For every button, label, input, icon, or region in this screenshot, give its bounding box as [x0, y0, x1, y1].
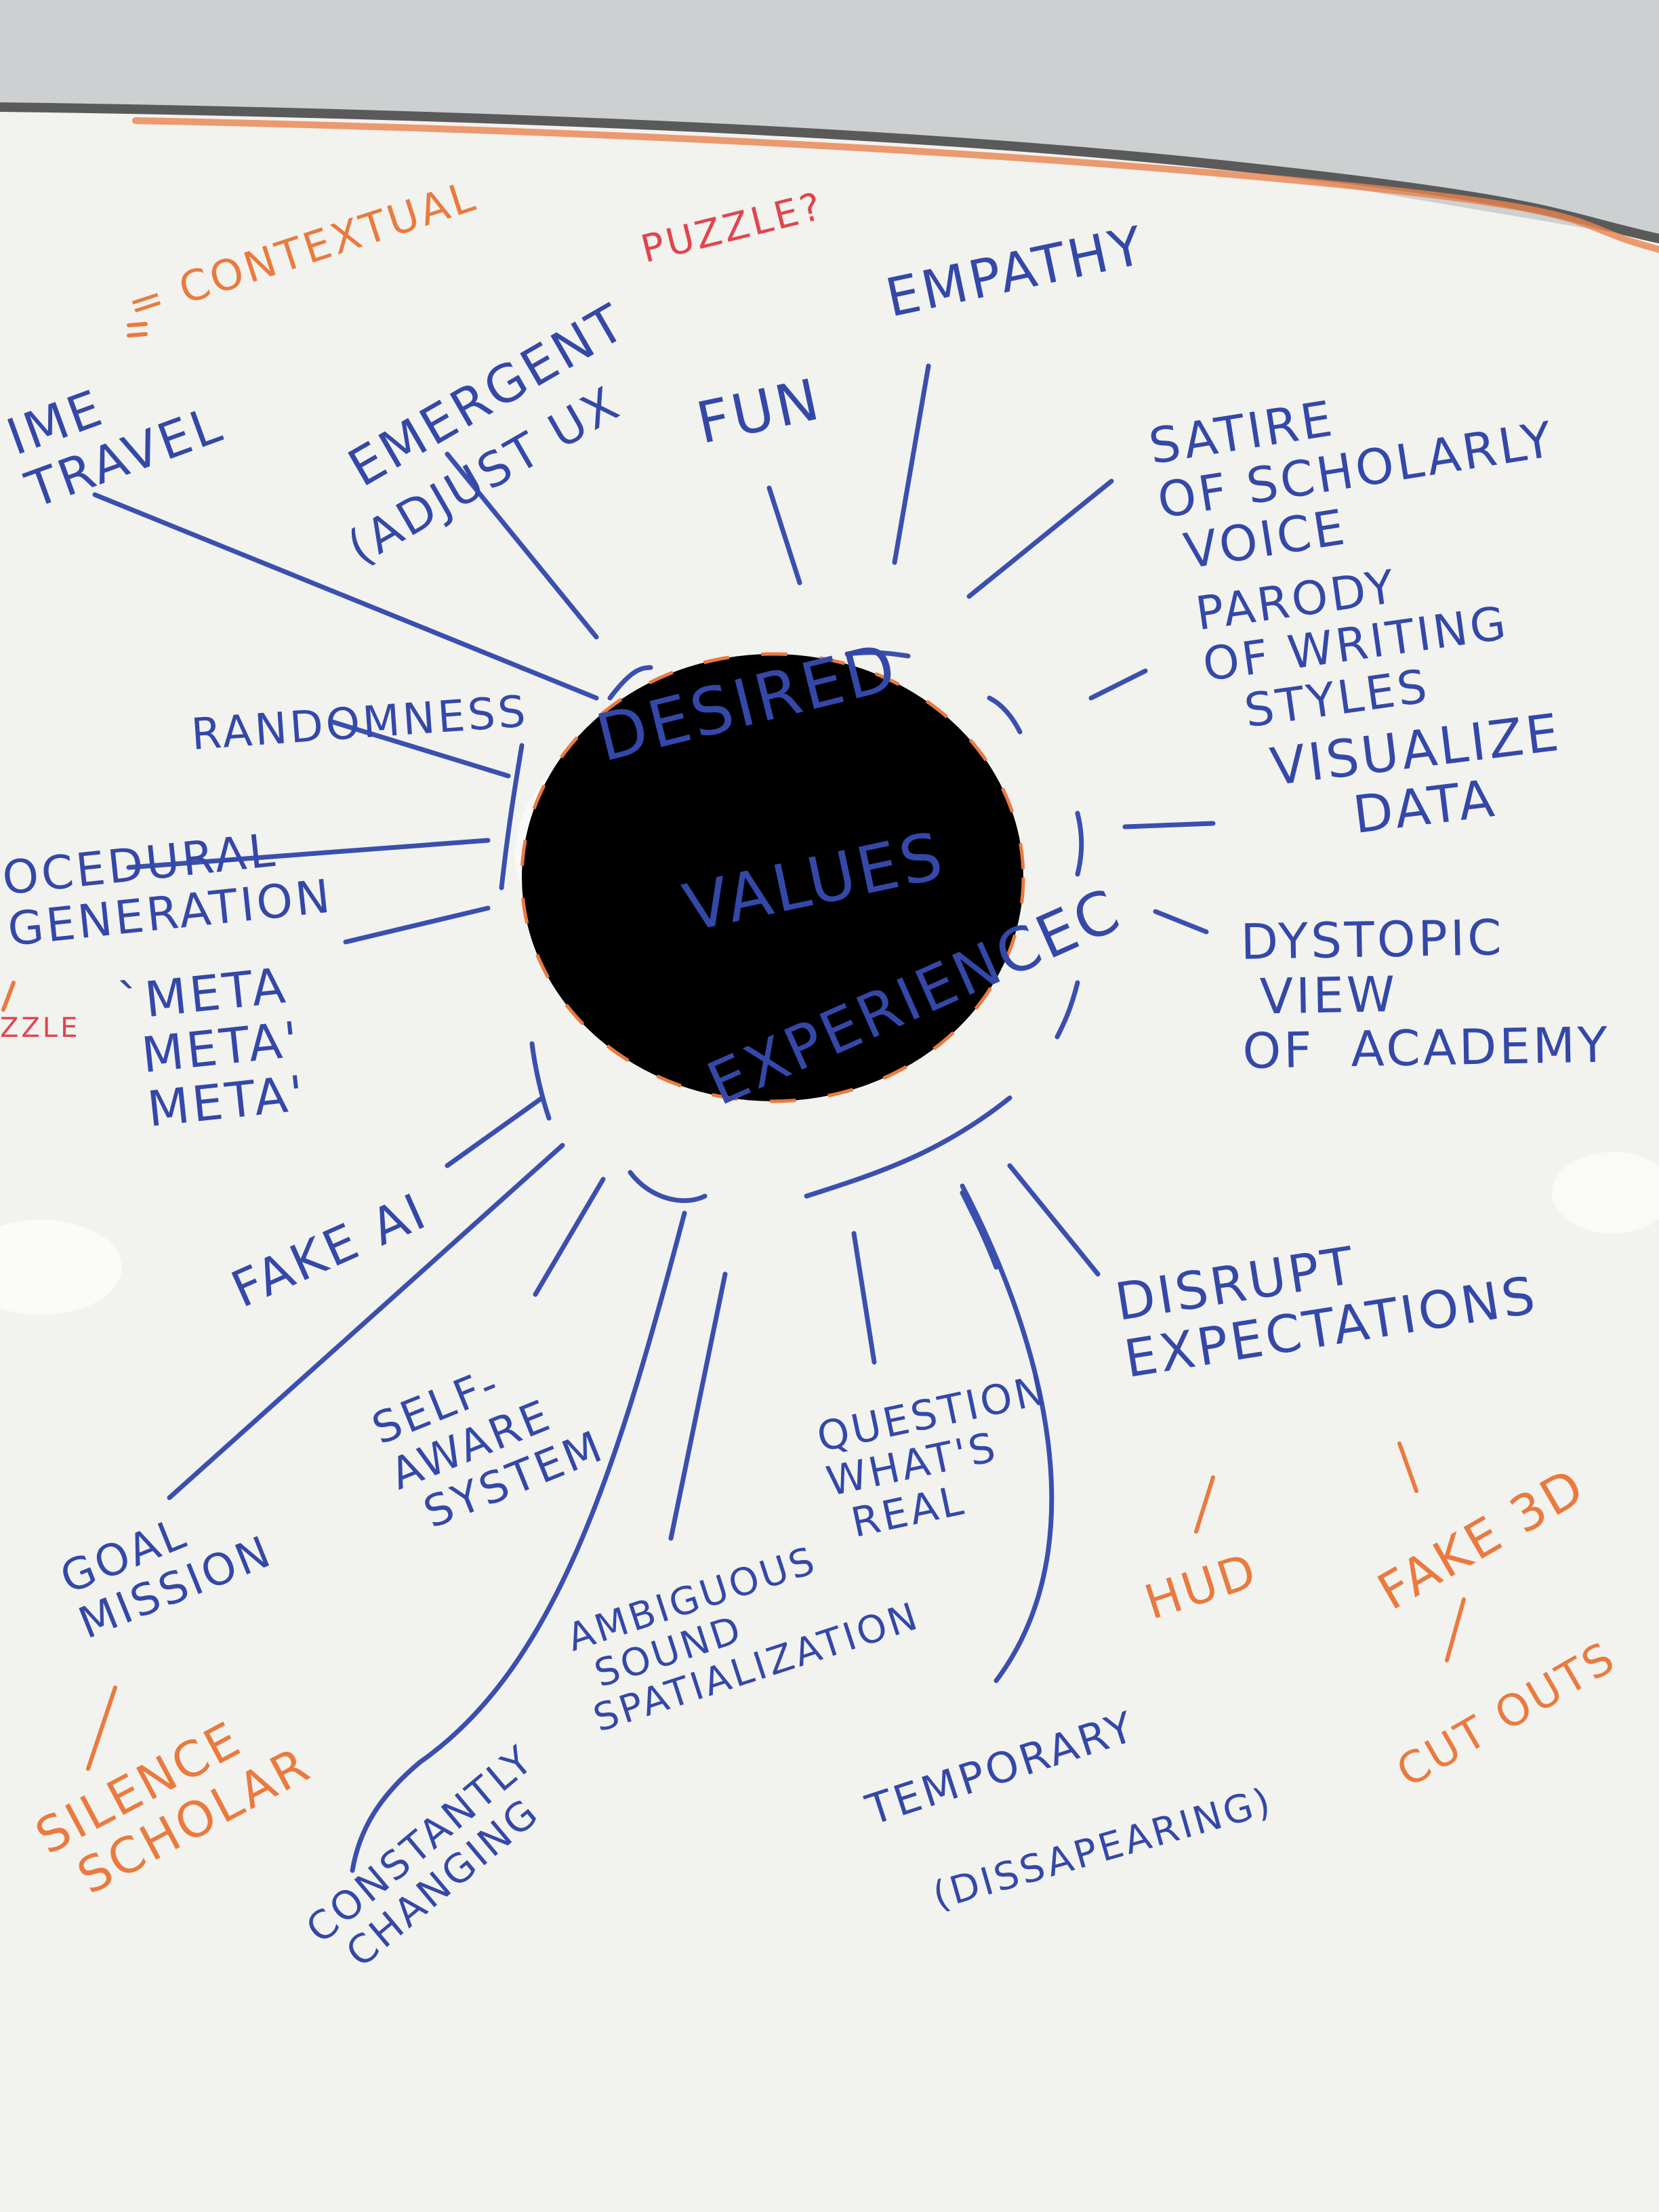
connector-line: [126, 838, 491, 870]
connector-line: [668, 1271, 728, 1541]
connector-line: [1445, 1597, 1466, 1662]
note-meta: `META META' META': [115, 956, 309, 1140]
connector-line: [987, 695, 1023, 735]
connector-line: [499, 743, 525, 890]
connector-line: [343, 905, 491, 945]
connector-line: [127, 322, 148, 327]
connector-line: [1194, 1475, 1215, 1534]
connector-line: [533, 1176, 606, 1297]
connector-line: [86, 1685, 117, 1771]
connector-line: [960, 1190, 999, 1270]
connector-line: [844, 650, 911, 659]
note-dystopic: DYSTOPIC VIEW OF ACADEMY: [1240, 909, 1611, 1080]
connector-line: [628, 1170, 708, 1203]
connector-line: [329, 719, 511, 779]
connector-line: [1075, 811, 1084, 877]
connector-line: [167, 1143, 565, 1500]
connector-line: [966, 478, 1114, 599]
connector-line: [766, 485, 802, 586]
connector-line: [350, 1210, 687, 1873]
connector-line: [529, 1041, 552, 1121]
connector-line: [804, 1095, 1012, 1199]
connector-line: [1, 981, 16, 1012]
connector-line: [1054, 980, 1080, 1040]
connector-line: [1007, 1163, 1101, 1277]
connector-line: [92, 492, 599, 701]
connector-line: [1122, 821, 1216, 830]
note-puzzle-left: ZZLE: [0, 1012, 81, 1044]
connector-line: [1153, 909, 1209, 935]
dashed-orbit: [520, 652, 1025, 1103]
connector-line: [445, 451, 599, 640]
connector-line: [607, 665, 653, 701]
connector-line: [1397, 1441, 1418, 1493]
connector-line: [127, 332, 148, 337]
connector-line: [960, 1183, 1054, 1683]
connector-line: [851, 1231, 877, 1365]
connector-line: [1088, 668, 1148, 701]
connector-line: [445, 1095, 545, 1168]
connector-line: [892, 363, 931, 565]
